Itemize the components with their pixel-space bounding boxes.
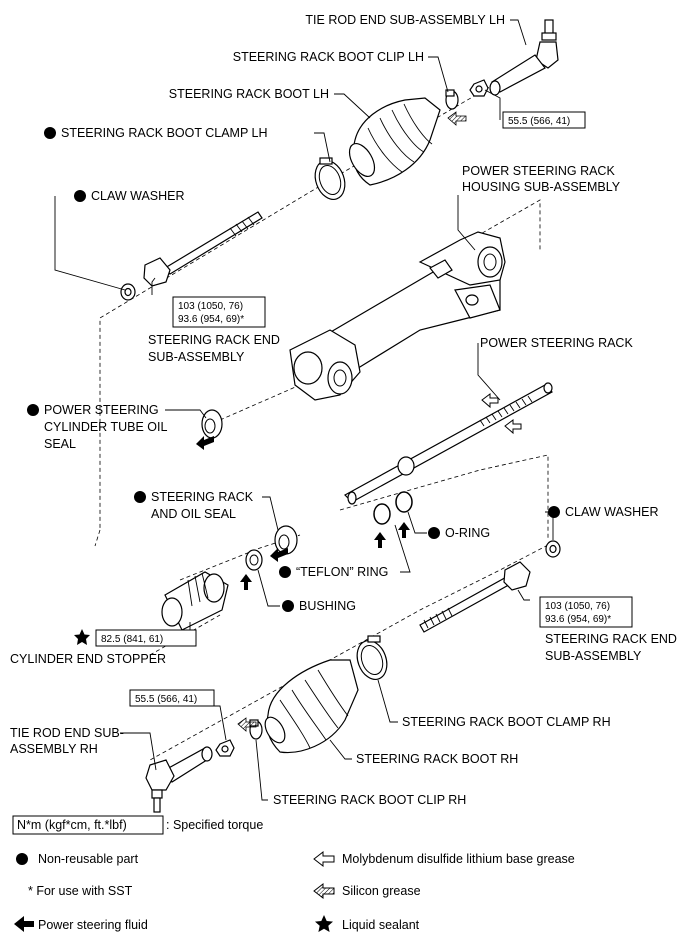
- label-rack-end-2-line2: SUB-ASSEMBLY: [545, 649, 642, 663]
- legend-liquid-sealant: Liquid sealant: [342, 918, 420, 932]
- bushing-part: [245, 549, 263, 571]
- label-rack-oil-seal-line2: AND OIL SEAL: [151, 507, 236, 521]
- tie-rod-rh-nut: [215, 739, 235, 757]
- non-reusable-icon: [282, 600, 294, 612]
- legend-ps-fluid: Power steering fluid: [38, 918, 148, 932]
- label-claw-washer-2: CLAW WASHER: [565, 505, 659, 519]
- svg-text:103 (1050, 76): 103 (1050, 76): [178, 301, 243, 312]
- torque-box-rack-end-1: 103 (1050, 76) 93.6 (954, 69)*: [172, 296, 266, 328]
- label-cyl-seal-line2: CYLINDER TUBE OIL: [44, 420, 167, 434]
- legend-moly-grease-icon: [313, 850, 335, 868]
- o-ring-part: [395, 491, 413, 513]
- label-claw-washer-1: CLAW WASHER: [91, 189, 185, 203]
- ps-fluid-arrow-5: [240, 574, 252, 590]
- label-housing-line1: POWER STEERING RACK: [462, 164, 615, 178]
- boot-rh-part: [264, 659, 359, 754]
- claw-washer-rh-part: [545, 540, 561, 558]
- legend-silicon-grease: Silicon grease: [342, 884, 421, 898]
- label-o-ring: O-RING: [445, 526, 490, 540]
- tie-rod-lh-nut: [469, 79, 489, 97]
- non-reusable-icon: [27, 404, 39, 416]
- torque-box-tie-rod-lh: 55.5 (566, 41): [502, 111, 586, 129]
- legend-moly-grease: Molybdenum disulfide lithium base grease: [342, 852, 575, 866]
- legend-ps-fluid-icon: [14, 916, 34, 932]
- svg-text:103 (1050, 76): 103 (1050, 76): [545, 601, 610, 612]
- label-power-steering-rack: POWER STEERING RACK: [480, 336, 633, 350]
- torque-box-tie-rod-rh: 55.5 (566, 41): [129, 689, 215, 707]
- label-cylinder-end-stopper: CYLINDER END STOPPER: [10, 652, 166, 666]
- moly-grease-arrow-1: [481, 393, 499, 409]
- svg-text:82.5 (841, 61): 82.5 (841, 61): [101, 634, 163, 645]
- cylinder-end-stopper-part: [161, 571, 229, 631]
- label-boot-clip-rh: STEERING RACK BOOT CLIP RH: [273, 793, 466, 807]
- boot-clamp-lh-part: [314, 157, 346, 200]
- legend-non-reusable-icon: [16, 853, 28, 865]
- label-rack-oil-seal-line1: STEERING RACK: [151, 490, 254, 504]
- teflon-ring-part: [373, 503, 391, 525]
- legend-liquid-sealant-icon: [315, 915, 333, 932]
- svg-text:55.5 (566, 41): 55.5 (566, 41): [135, 694, 197, 705]
- torque-box-cylinder-end-stopper: 82.5 (841, 61): [74, 629, 197, 647]
- tie-rod-end-rh-part: [145, 746, 213, 813]
- legend-torque-desc: : Specified torque: [166, 818, 263, 832]
- boot-clamp-rh-part: [356, 635, 388, 680]
- label-bushing: BUSHING: [299, 599, 356, 613]
- legend-torque-box: [12, 815, 164, 835]
- label-housing-line2: HOUSING SUB-ASSEMBLY: [462, 180, 621, 194]
- boot-lh-part: [348, 97, 441, 186]
- label-teflon-ring: “TEFLON” RING: [296, 565, 388, 579]
- power-steering-rack-part: [344, 382, 553, 505]
- rack-housing-part: [289, 231, 506, 401]
- non-reusable-icon: [548, 506, 560, 518]
- label-rack-end-2-line1: STEERING RACK END: [545, 632, 677, 646]
- legend: N*m (kgf*cm, ft.*lbf) : Specified torque…: [12, 815, 575, 932]
- ps-fluid-arrow-1: [196, 436, 214, 450]
- label-boot-clip-lh: STEERING RACK BOOT CLIP LH: [233, 50, 424, 64]
- liquid-sealant-star-icon: [74, 629, 90, 645]
- label-rack-end-1-line1: STEERING RACK END: [148, 333, 280, 347]
- rack-end-lh-part: [143, 211, 263, 287]
- boot-clip-lh-part: [445, 89, 459, 110]
- label-tie-rod-end-rh-line1: TIE ROD END SUB-: [10, 726, 124, 740]
- legend-silicon-grease-icon: [313, 882, 335, 900]
- legend-torque-unit: N*m (kgf*cm, ft.*lbf): [17, 818, 127, 832]
- ps-fluid-arrow-3: [374, 532, 386, 548]
- legend-sst: * For use with SST: [28, 884, 133, 898]
- leader-lines: [54, 19, 554, 801]
- ps-fluid-arrow-2: [398, 522, 410, 538]
- legend-non-reusable: Non-reusable part: [38, 852, 139, 866]
- svg-text:55.5 (566, 41): 55.5 (566, 41): [508, 116, 570, 127]
- label-cyl-seal-line3: SEAL: [44, 437, 76, 451]
- torque-box-rack-end-2: 103 (1050, 76) 93.6 (954, 69)*: [539, 596, 633, 628]
- moly-grease-arrow-2: [504, 419, 522, 435]
- svg-text:93.6 (954, 69)*: 93.6 (954, 69)*: [178, 314, 244, 325]
- silicon-grease-arrow-2: [237, 717, 257, 732]
- label-boot-lh: STEERING RACK BOOT LH: [169, 87, 329, 101]
- non-reusable-icon: [134, 491, 146, 503]
- label-tie-rod-end-lh: TIE ROD END SUB-ASSEMBLY LH: [305, 13, 505, 27]
- claw-washer-lh-part: [120, 283, 136, 301]
- svg-text:93.6 (954, 69)*: 93.6 (954, 69)*: [545, 614, 611, 625]
- silicon-grease-arrow-1: [447, 111, 467, 126]
- label-boot-clamp-lh: STEERING RACK BOOT CLAMP LH: [61, 126, 268, 140]
- label-boot-rh: STEERING RACK BOOT RH: [356, 752, 518, 766]
- label-tie-rod-end-rh-line2: ASSEMBLY RH: [10, 742, 98, 756]
- non-reusable-icon: [74, 190, 86, 202]
- label-boot-clamp-rh: STEERING RACK BOOT CLAMP RH: [402, 715, 611, 729]
- label-rack-end-1-line2: SUB-ASSEMBLY: [148, 350, 245, 364]
- label-cyl-seal-line1: POWER STEERING: [44, 403, 159, 417]
- rack-end-rh-part: [419, 561, 531, 633]
- ps-fluid-arrow-4: [270, 548, 288, 562]
- non-reusable-icon: [44, 127, 56, 139]
- cylinder-tube-oil-seal-part: [201, 409, 223, 439]
- tie-rod-end-lh-part: [489, 19, 559, 96]
- non-reusable-icon: [428, 527, 440, 539]
- non-reusable-icon: [279, 566, 291, 578]
